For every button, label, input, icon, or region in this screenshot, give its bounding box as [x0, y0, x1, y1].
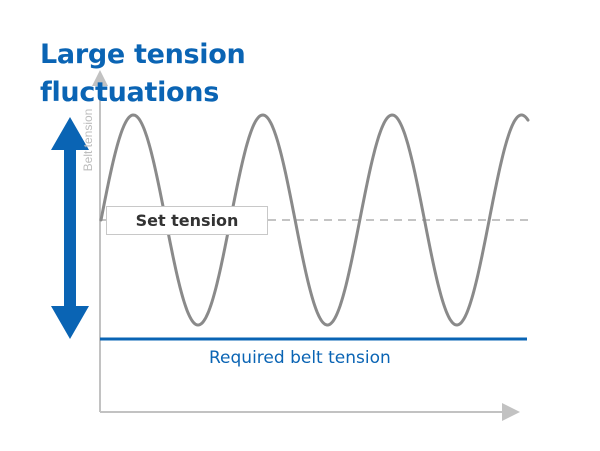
title-line-1: Large tension — [40, 39, 246, 70]
y-axis-label: Belt tension — [81, 108, 95, 172]
tension-wave — [99, 113, 530, 327]
x-axis-arrowhead — [502, 403, 520, 421]
fluctuation-double-arrow — [51, 117, 89, 339]
title-line-2: fluctuations — [40, 77, 219, 108]
set-tension-label-box: Set tension — [106, 206, 268, 235]
y-axis-arrowhead — [92, 70, 108, 86]
required-tension-label: Required belt tension — [209, 348, 391, 368]
set-tension-label: Set tension — [135, 211, 239, 230]
diagram-title: Large tension fluctuations — [40, 36, 246, 112]
